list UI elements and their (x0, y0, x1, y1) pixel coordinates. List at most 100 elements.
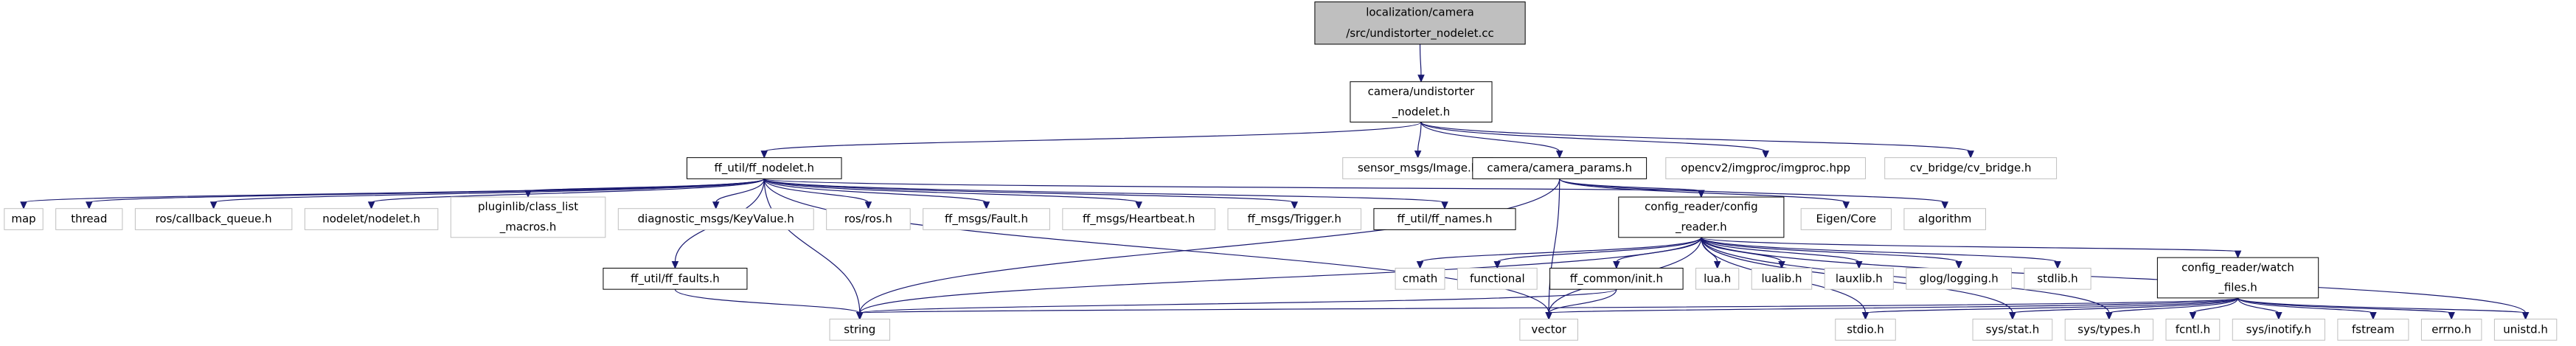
edge-config_reader-to-lauxlib (1701, 237, 1860, 263)
node-label: config_reader/watch (2181, 260, 2294, 274)
arrowhead-config_reader-to-ff_init (1613, 260, 1620, 269)
node-callback-queue: ros/callback_queue.h (134, 208, 293, 230)
node-label: ff_msgs/Fault.h (945, 212, 1028, 226)
node-vector: vector (1519, 319, 1578, 341)
node-box (1665, 157, 1867, 179)
edge-ff_nodelet-to-heartbeat (763, 178, 1139, 204)
node-label: sys/stat.h (1986, 322, 2040, 336)
node-box (603, 267, 748, 290)
node-label: camera/camera_params.h (1487, 161, 1632, 175)
node-label: functional (1470, 271, 1525, 285)
node-undistorter-h[interactable]: camera/undistorter_nodelet.h (1350, 81, 1493, 122)
node-stdio: stdio.h (1835, 319, 1896, 341)
edge-ff_nodelet-to-thread (88, 178, 765, 204)
arrowhead-camera_params-to-eigen (1842, 201, 1850, 210)
edge-ff_faults-to-string (674, 288, 861, 314)
node-label: stdio.h (1847, 322, 1884, 336)
edges-layer (20, 44, 2530, 320)
node-root[interactable]: localization/camera/src/undistorter_node… (1314, 1, 1526, 45)
edge-watch_files-to-string (859, 297, 2239, 314)
node-label: map (11, 212, 35, 226)
edge-watch_files-to-stdio (1864, 297, 2239, 314)
node-box (1342, 157, 1493, 179)
node-label: sys/types.h (2077, 322, 2140, 336)
nodes-layer: localization/camera/src/undistorter_node… (4, 1, 2558, 341)
node-box (829, 319, 891, 341)
node-algorithm: algorithm (1903, 208, 1987, 230)
edge-undistorter_h-to-sensor_image (1417, 122, 1422, 152)
node-box (1350, 81, 1493, 122)
node-class-list: pluginlib/class_list_macros.h (450, 196, 606, 238)
node-ff-faults[interactable]: ff_util/ff_faults.h (603, 267, 748, 290)
node-camera-params[interactable]: camera/camera_params.h (1472, 157, 1648, 179)
node-heartbeat: ff_msgs/Heartbeat.h (1062, 208, 1216, 230)
node-label: lualib.h (1761, 271, 1802, 285)
arrowhead-config_reader-to-lualib (1778, 260, 1785, 269)
node-label: ff_util/ff_faults.h (631, 271, 720, 286)
node-label: ff_msgs/Trigger.h (1248, 212, 1341, 226)
node-ff-names[interactable]: ff_util/ff_names.h (1373, 208, 1516, 230)
node-watch-files[interactable]: config_reader/watch _files.h (2156, 257, 2319, 299)
edge-undistorter_h-to-ff_nodelet (763, 121, 1422, 153)
node-sys-types: sys/types.h (2064, 319, 2154, 341)
node-thread: thread (55, 208, 123, 230)
node-box (1972, 319, 2053, 341)
arrowhead-watch_files-to-fstream (2370, 312, 2377, 320)
edge-camera_params-to-string (859, 179, 1560, 314)
node-label: _files.h (2218, 281, 2257, 295)
node-ff-nodelet[interactable]: ff_util/ff_nodelet.h (686, 157, 842, 179)
arrowhead-ff_nodelet-to-ros_h (864, 201, 872, 210)
node-box (1373, 208, 1516, 230)
node-label: vector (1531, 322, 1566, 336)
node-box (1519, 319, 1578, 341)
node-box (1457, 267, 1538, 290)
node-label: string (844, 322, 875, 336)
node-label: unistd.h (2503, 322, 2548, 336)
node-box (2024, 267, 2091, 290)
node-sys-inotify: sys/inotify.h (2232, 319, 2325, 341)
node-label: sys/inotify.h (2246, 322, 2312, 336)
edge-config_reader-to-functional (1496, 237, 1702, 263)
node-config-reader[interactable]: config_reader/config_reader.h (1618, 196, 1785, 238)
edge-root-to-undistorter_h (1419, 44, 1422, 76)
arrowhead-ff_nodelet-to-nodelet (367, 201, 375, 210)
node-label: algorithm (1918, 212, 1971, 226)
node-ff-init[interactable]: ff_common/init.h (1549, 267, 1684, 290)
edge-config_reader-to-watch_files (1701, 237, 2239, 252)
node-label: _reader.h (1675, 221, 1727, 235)
node-box (923, 208, 1050, 230)
node-glog: glog/logging.h (1906, 267, 2012, 290)
node-fstream: fstream (2337, 319, 2409, 341)
node-label: diagnostic_msgs/KeyValue.h (638, 212, 794, 226)
arrowhead-config_reader-to-cmath (1416, 260, 1424, 269)
node-box (1472, 157, 1648, 179)
arrowhead-undistorter_h-to-sensor_image (1414, 150, 1422, 159)
node-box (1227, 208, 1361, 230)
arrowhead-watch_files-to-sys_stat (2009, 312, 2016, 320)
edge-ff_nodelet-to-callback_queue (213, 178, 765, 204)
edge-ff_nodelet-to-string (763, 179, 861, 314)
edge-camera_params-to-algorithm (1559, 178, 1945, 204)
node-label: thread (71, 212, 107, 226)
node-nodelet: nodelet/nodelet.h (304, 208, 439, 230)
node-box (2156, 257, 2319, 299)
edge-ff_nodelet-to-ff_names (763, 178, 1445, 204)
arrowhead-watch_files-to-fcntl (2189, 312, 2197, 320)
arrowhead-undistorter_h-to-cv_bridge (1967, 150, 1974, 159)
node-map: map (4, 208, 44, 230)
node-label: errno.h (2431, 322, 2471, 336)
node-lauxlib: lauxlib.h (1824, 267, 1894, 290)
node-eigen: Eigen/Core (1800, 208, 1892, 230)
arrowhead-ff_nodelet-to-fault (982, 201, 990, 210)
node-box (450, 196, 606, 238)
node-box (1906, 267, 2012, 290)
node-label: nodelet/nodelet.h (322, 212, 420, 226)
arrowhead-watch_files-to-sys_types (2105, 312, 2113, 320)
node-box (2064, 319, 2154, 341)
node-box (1903, 208, 1987, 230)
node-label: cv_bridge/cv_bridge.h (1910, 161, 2032, 175)
arrowhead-camera_params-to-config_reader (1698, 190, 1705, 198)
arrowhead-undistorter_h-to-ff_nodelet (760, 150, 768, 159)
node-errno: errno.h (2420, 319, 2482, 341)
